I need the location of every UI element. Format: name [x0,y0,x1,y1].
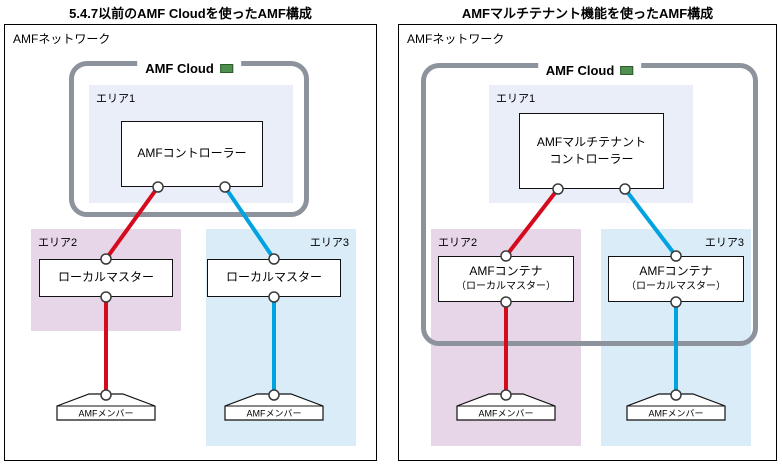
left-amf-network-panel: AMFネットワーク エリア2 エリア3 AMF Cloud エリア1 AMFコン… [4,24,377,461]
right-amf-network-panel: AMFネットワーク エリア2 エリア3 AMF Cloud エリア1 AMFマル… [398,24,777,461]
amf-cloud-label: AMF Cloud [537,60,642,80]
left-diagram-title: 5.4.7以前のAMF Cloudを使ったAMF構成 [69,6,312,21]
container-label-line2: （ローカルマスター） [626,281,726,293]
amf-cloud-label: AMF Cloud [137,58,241,78]
amf-member-device: AMFメンバー [224,393,324,421]
member-label: AMFメンバー [479,409,534,419]
controller-label-line2: コントローラー [549,152,634,166]
amf-cloud-label-text: AMF Cloud [545,62,615,78]
cloud-icon [620,65,634,75]
container-label-line1: AMFコンテナ [639,264,713,279]
amf-member-device: AMFメンバー [456,393,556,421]
area1-label: エリア1 [96,93,136,105]
right-amf-container-node: AMFコンテナ （ローカルマスター） [608,256,744,302]
local-master-label: ローカルマスター [225,270,322,285]
member-label: AMFメンバー [247,409,302,419]
member-label: AMFメンバー [79,409,134,419]
amf-member-device: AMFメンバー [56,393,156,421]
amf-member-device: AMFメンバー [626,393,726,421]
right-local-master-node: ローカルマスター [207,259,341,297]
amf-controller-node: AMFコントローラー [121,121,263,187]
container-label-line2: （ローカルマスター） [456,281,556,293]
area1-label: エリア1 [496,93,536,105]
amf-multitenant-controller-node: AMFマルチテナント コントローラー [519,113,664,189]
area2-label: エリア2 [38,237,78,249]
area2-label: エリア2 [438,237,478,249]
amf-controller-label: AMFコントローラー [137,146,247,161]
left-amf-container-node: AMFコンテナ （ローカルマスター） [438,256,574,302]
member-label: AMFメンバー [649,409,704,419]
network-label: AMFネットワーク [407,32,505,46]
area3-label: エリア3 [309,237,349,249]
amf-cloud-label-text: AMF Cloud [145,60,214,76]
area3-label: エリア3 [704,237,744,249]
controller-label-line1: AMFマルチテナント [536,134,647,149]
amf-cloud-boundary: AMF Cloud [421,60,758,346]
cloud-icon [219,63,233,73]
right-diagram-title: AMFマルチテナント機能を使ったAMF構成 [461,6,714,21]
local-master-label: ローカルマスター [57,270,154,285]
container-label-line1: AMFコンテナ [469,264,543,279]
amf-cloud-boundary: AMF Cloud [69,58,309,217]
network-label: AMFネットワーク [13,32,111,46]
left-local-master-node: ローカルマスター [39,259,173,297]
